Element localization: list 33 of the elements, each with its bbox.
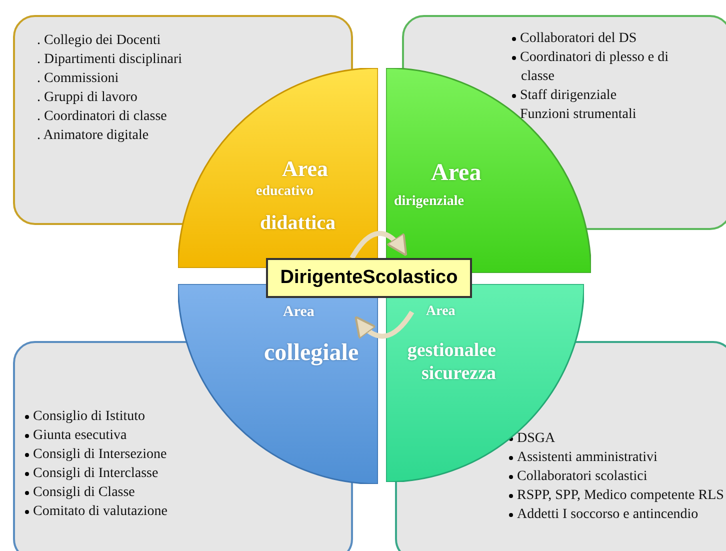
list-item: Giunta esecutiva <box>25 426 225 445</box>
area-title: dirigenziale <box>394 194 464 210</box>
list-item: Coordinatori di plesso e di classe <box>512 48 702 86</box>
list-item: Comitato di valutazione <box>25 502 225 521</box>
list-item: Consigli di Intersezione <box>25 445 225 464</box>
list-item: . Animatore digitale <box>37 127 150 145</box>
area-title: gestionalee sicurezza <box>406 340 496 386</box>
list-item: Addetti I soccorso e antincendio <box>509 505 726 524</box>
area-title: collegiale <box>264 340 359 367</box>
list-item: Consigli di Interclasse <box>25 464 225 483</box>
center-title: DirigenteScolastico <box>280 267 458 289</box>
title-box <box>266 258 472 298</box>
area-title: didattica <box>260 212 336 235</box>
list-item: . Gruppi di lavoro <box>37 89 138 107</box>
list-item: Funzioni strumentali <box>512 105 702 124</box>
list-item: . Commissioni <box>37 70 120 88</box>
cycle-arrow <box>354 310 414 340</box>
list-item: Consiglio di Istituto <box>25 407 225 426</box>
list-item: Consigli di Classe <box>25 483 225 502</box>
area-title: Area <box>282 156 328 182</box>
area-title: Area <box>283 304 314 321</box>
area-title: Area <box>426 304 456 320</box>
list-item: . Coordinatori di classe <box>37 108 168 126</box>
list-item: Staff dirigenziale <box>512 86 702 105</box>
list-item: . Collegio dei Docenti <box>37 32 162 50</box>
list-item: Collaboratori scolastici <box>509 467 726 486</box>
area-title: educativo <box>256 184 314 200</box>
list-item: Assistenti amministrativi <box>509 448 726 467</box>
list-item: RSPP, SPP, Medico competente RLS <box>509 486 726 505</box>
area-title: Area <box>431 160 482 187</box>
list-item: . Dipartimenti disciplinari <box>37 51 184 69</box>
list-item: Collaboratori del DS <box>512 29 702 48</box>
cycle-arrow <box>350 231 408 260</box>
